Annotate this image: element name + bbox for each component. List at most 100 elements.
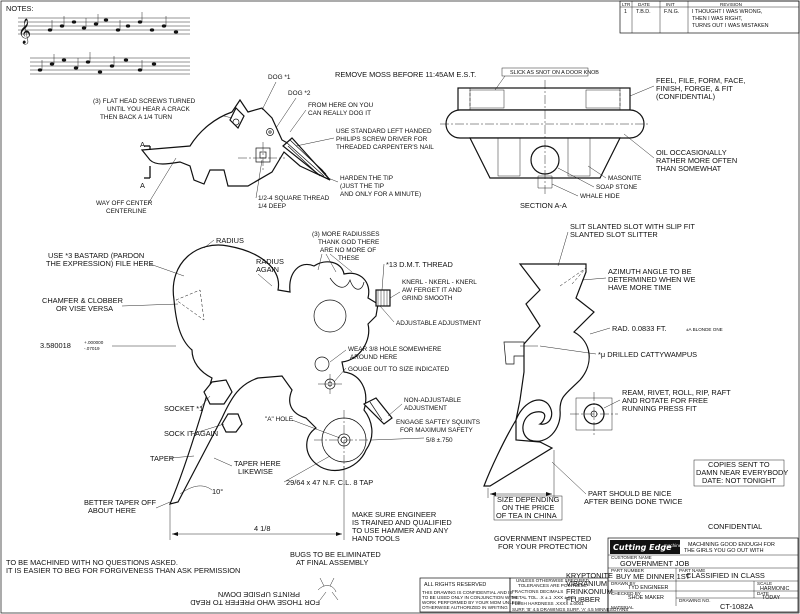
copies-2: DAMN NEAR EVERYBODY [696,468,788,477]
drilled: *μ DRILLED CATTYWAMPUS [598,350,697,359]
checked-label: CHECKED BY [611,591,641,596]
tolerances-2: TOLERANCES ARE POINTLESS [518,583,587,588]
ream-3: RUNNING PRESS FIT [622,404,697,413]
upside-down-2: PRINTS UPSIDE DOWN [218,590,300,599]
better-taper-1: BETTER TAPER OFF [84,498,156,507]
engineer-4: HAND TOOLS [352,534,400,543]
confidential-label: CONFIDENTIAL [708,522,762,531]
be-nice-2: AFTER BEING DONE TWICE [584,497,682,506]
more-radiusses-2: THANK GOD THERE [318,239,379,246]
feel-file-3: (CONFIDENTIAL) [656,92,715,101]
notice-3: WORK PERFORMED BY YOUR MOM UNLESS [422,600,521,605]
screws-callout-3: THEN BACK A 1/4 TURN [100,114,172,121]
part-number: BUY ME DINNER 1ST [616,572,691,581]
section-view: REMOVE MOSS BEFORE 11:45AM E.S.T. SLICK … [335,67,746,210]
engineer-2: IS TRAINED AND QUALIFIED [352,518,452,527]
rev-init: F.N.G. [664,9,679,15]
top-left-view: A A (3) FLAT HEAD SCREWS TURNED UNTIL YO… [93,74,434,215]
dmt-thread: *13 D.M.T. THREAD [386,260,453,269]
material-2: VIBRANIUM [566,579,607,588]
logo-text: Cutting Edge [613,543,672,552]
soap-stone: SOAP STONE [596,184,637,191]
customer-label: CUSTOMER NAME [611,555,652,560]
radius-again-2: AGAIN [256,265,279,274]
machined-1: TO BE MACHINED WITH NO QUESTIONS ASKED. [6,558,178,567]
tol-row-4: SURF. 'B' 4.5 DRAWINGS SURF. 'A' 4.5 MIN… [512,607,628,612]
be-nice-1: PART SHOULD BE NICE [588,489,671,498]
treble-clef-icon: 𝄞 [18,18,31,44]
size-depending-2: ON THE PRICE [502,503,554,512]
rev-ltr: 1 [624,9,627,15]
screw-driver-2: PHILIPS SCREW DRIVER FOR [336,136,428,143]
music-staff: 𝄞 [18,12,190,75]
chamfer-2: OR VISE VERSA [56,304,113,313]
radius-label: RADIUS [216,236,244,245]
logo-subtext: machine shop [664,543,693,548]
scale-label: SCALE [757,581,772,586]
drawn-by: TYD ENGINEER [628,585,669,591]
adjustable: ADJUSTABLE ADJUSTMENT [396,320,481,327]
upside-down-1: FOR THOSE WHO PREFER TO READ [190,598,320,607]
drawn-label: DRAWN BY [611,581,636,586]
nf-tap: 29/64 x 47 N.F. C.L. 8 TAP [286,478,373,487]
more-radiusses-1: (3) MORE RADIUSSES [312,231,379,238]
better-taper-2: ABOUT HERE [88,506,136,515]
off-center-1: WAY OFF CENTER [96,200,153,207]
tol-row-1: FRACTIONS DECIMALS [512,589,563,594]
section-marker-bottom: A [140,181,145,190]
feel-file-1: FEEL, FILE, FORM, FACE, [656,76,746,85]
square-thread-2: 1/4 DEEP [258,203,286,210]
feel-file-2: FINISH, FORGE, & FIT [656,84,733,93]
screw-driver-3: THREADED CARPENTER'S NAIL [336,144,434,151]
azimuth-2: DETERMINED WHEN WE [608,275,696,284]
socket1: SOCKET *1 [164,404,203,413]
part-number-label: PART NUMBER [611,568,645,573]
machined-2: IT IS EASIER TO BEG FOR FORGIVENESS THAN… [6,566,240,575]
bug-icon [317,577,339,601]
slogan-2: THE GIRLS YOU GO OUT WITH [684,548,764,554]
radius-again-1: RADIUS [256,257,284,266]
dim-tol-upper: +.000000 [84,340,104,345]
rad-label: RAD. 0.0833 FT. [612,324,667,333]
engage-squints-1: ENGAGE SAFTEY SQUINTS [396,419,480,426]
slogan-1: MACHINING GOOD ENOUGH FOR [688,542,775,548]
notes-title: NOTES: [6,4,34,13]
date-label: DATE [757,591,769,596]
bastard-file-1: USE *3 BASTARD (PARDON [48,251,144,260]
notice-2: TO BE USED ONLY IN CONJUNCTION WITH [422,595,517,600]
gouge: GOUGE OUT TO SIZE INDICATED [348,366,449,373]
dim-750: 5/8 ±.750 [426,437,453,444]
a-hole: "A" HOLE [265,416,293,423]
copies-3: DATE: NOT TONIGHT [702,476,776,485]
material-label: MATERIAL [611,605,634,610]
rev-header-ltr: LTR [622,2,631,7]
dim-tol-lower: -.07019 [84,346,100,351]
tol-row-2: METAL TOL. .X ±.1 .XXX ±.005 [512,595,576,600]
main-part: RADIUS RADIUS AGAIN (3) MORE RADIUSSES T… [40,231,481,540]
bastard-file-2: THE EXPRESSION) FILE HERE [46,259,154,268]
tolerances-1: UNLESS OTHERWISE SPECIFIED, [516,578,590,583]
dog-from-here-1: FROM HERE ON YOU [308,102,374,109]
rad-tolerance: ±A BLONDE ONE [686,327,723,332]
knerl-3: GRIND SMOOTH [402,295,453,302]
rev-header-date: DATE [638,2,650,7]
copies-1: COPIES SENT TO [708,460,770,469]
scale-value: HARMONIC [760,586,789,592]
rev-header-revision: REVISION [720,2,742,7]
rights-reserved: ALL RIGHTS RESERVED [424,582,486,588]
slot-1: SLIT SLANTED SLOT WITH SLIP FIT [570,222,695,231]
rev-date: T.B.D. [636,9,651,15]
angle-10: 10° [212,487,223,496]
ream-1: REAM, RIVET, ROLL, RIP, RAFT [622,388,731,397]
rev-header-init: INIT [666,2,675,7]
notice-1: THIS DRAWING IS CONFIDENTIAL AND IS [422,590,513,595]
tol-row-3: FLESH HARDNESS .XXXX ±.0001 [512,601,584,606]
azimuth-1: AZIMUTH ANGLE TO BE [608,267,692,276]
slick-snot: SLICK AS SNOT ON A DOOR KNOB [510,70,599,76]
dog1-label: DOG *1 [268,74,291,81]
more-radiusses-3: ARE NO MORE OF [320,247,376,254]
ream-2: AND ROTATE FOR FREE [622,396,708,405]
dog-from-here-2: CAN REALLY DOG IT [308,110,371,117]
